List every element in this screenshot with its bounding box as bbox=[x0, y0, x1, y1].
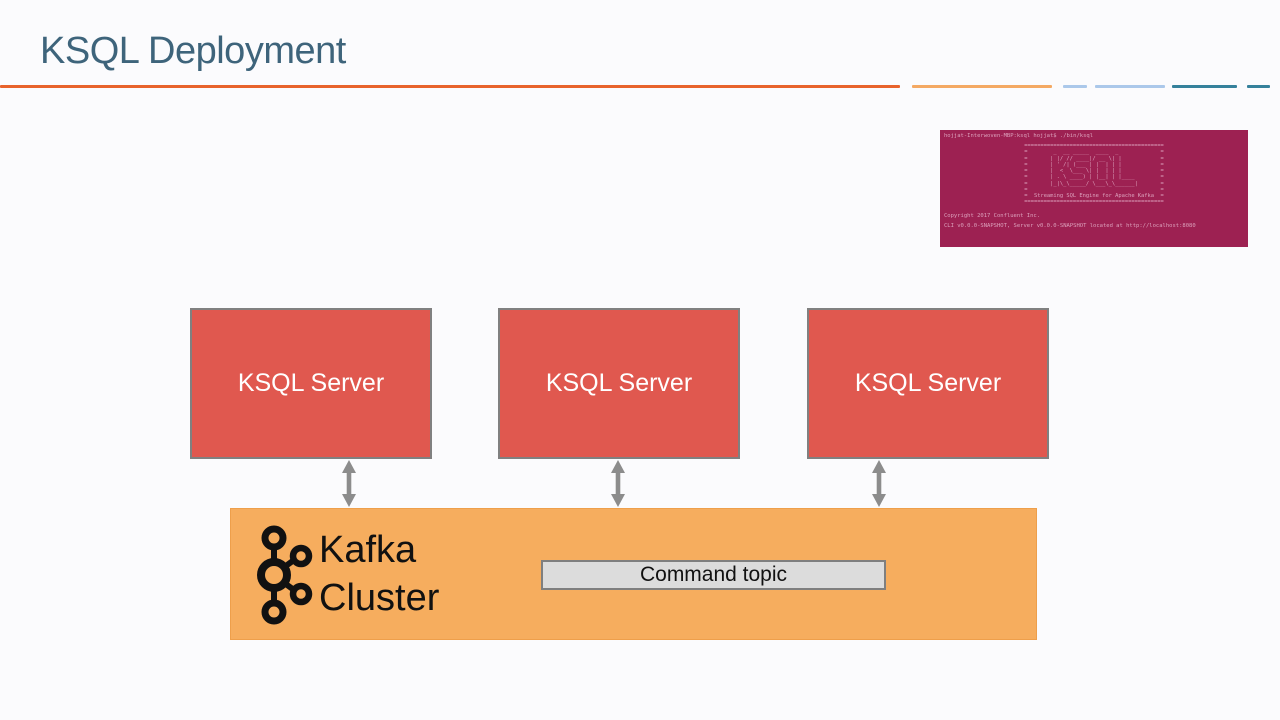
page-title: KSQL Deployment bbox=[40, 30, 346, 72]
kafka-label-line1: Kafka bbox=[319, 529, 417, 571]
terminal-copyright-line: Copyright 2017 Confluent Inc. bbox=[944, 213, 1041, 220]
ksql-server-label: KSQL Server bbox=[545, 369, 693, 397]
command-topic-box: Command topic bbox=[541, 560, 886, 590]
divider-segment bbox=[1063, 85, 1087, 88]
divider-segment bbox=[1172, 85, 1237, 88]
ksql-server-box-1: KSQL Server bbox=[190, 308, 432, 459]
divider-segment bbox=[1247, 85, 1270, 88]
kafka-cluster-label: Kafka Cluster bbox=[319, 526, 439, 622]
ksql-ascii-banner: ========================================… bbox=[1024, 143, 1164, 206]
double-arrow-icon bbox=[871, 460, 887, 507]
double-arrow-icon bbox=[610, 460, 626, 507]
ksql-server-box-2: KSQL Server bbox=[498, 308, 740, 459]
kafka-label-line2: Cluster bbox=[319, 577, 440, 619]
ksql-server-label: KSQL Server bbox=[237, 369, 385, 397]
terminal-cli-version-line: CLI v0.0.0-SNAPSHOT, Server v0.0.0-SNAPS… bbox=[944, 223, 1196, 230]
ksql-cli-terminal-screenshot: hojjat-Interwoven-MBP:ksql hojjat$ ./bin… bbox=[940, 130, 1248, 247]
terminal-ascii-banner-wrap: ========================================… bbox=[944, 143, 1244, 207]
kafka-logo-icon bbox=[257, 525, 313, 625]
command-topic-label: Command topic bbox=[639, 563, 788, 586]
terminal-prompt-line: hojjat-Interwoven-MBP:ksql hojjat$ ./bin… bbox=[944, 133, 1094, 139]
double-arrow-icon bbox=[341, 460, 357, 507]
divider-segment bbox=[1095, 85, 1165, 88]
divider-segment bbox=[0, 85, 900, 88]
kafka-cluster-box: Kafka Cluster Command topic bbox=[230, 508, 1037, 640]
ksql-server-label: KSQL Server bbox=[854, 369, 1002, 397]
divider-segment bbox=[912, 85, 1052, 88]
ksql-server-box-3: KSQL Server bbox=[807, 308, 1049, 459]
